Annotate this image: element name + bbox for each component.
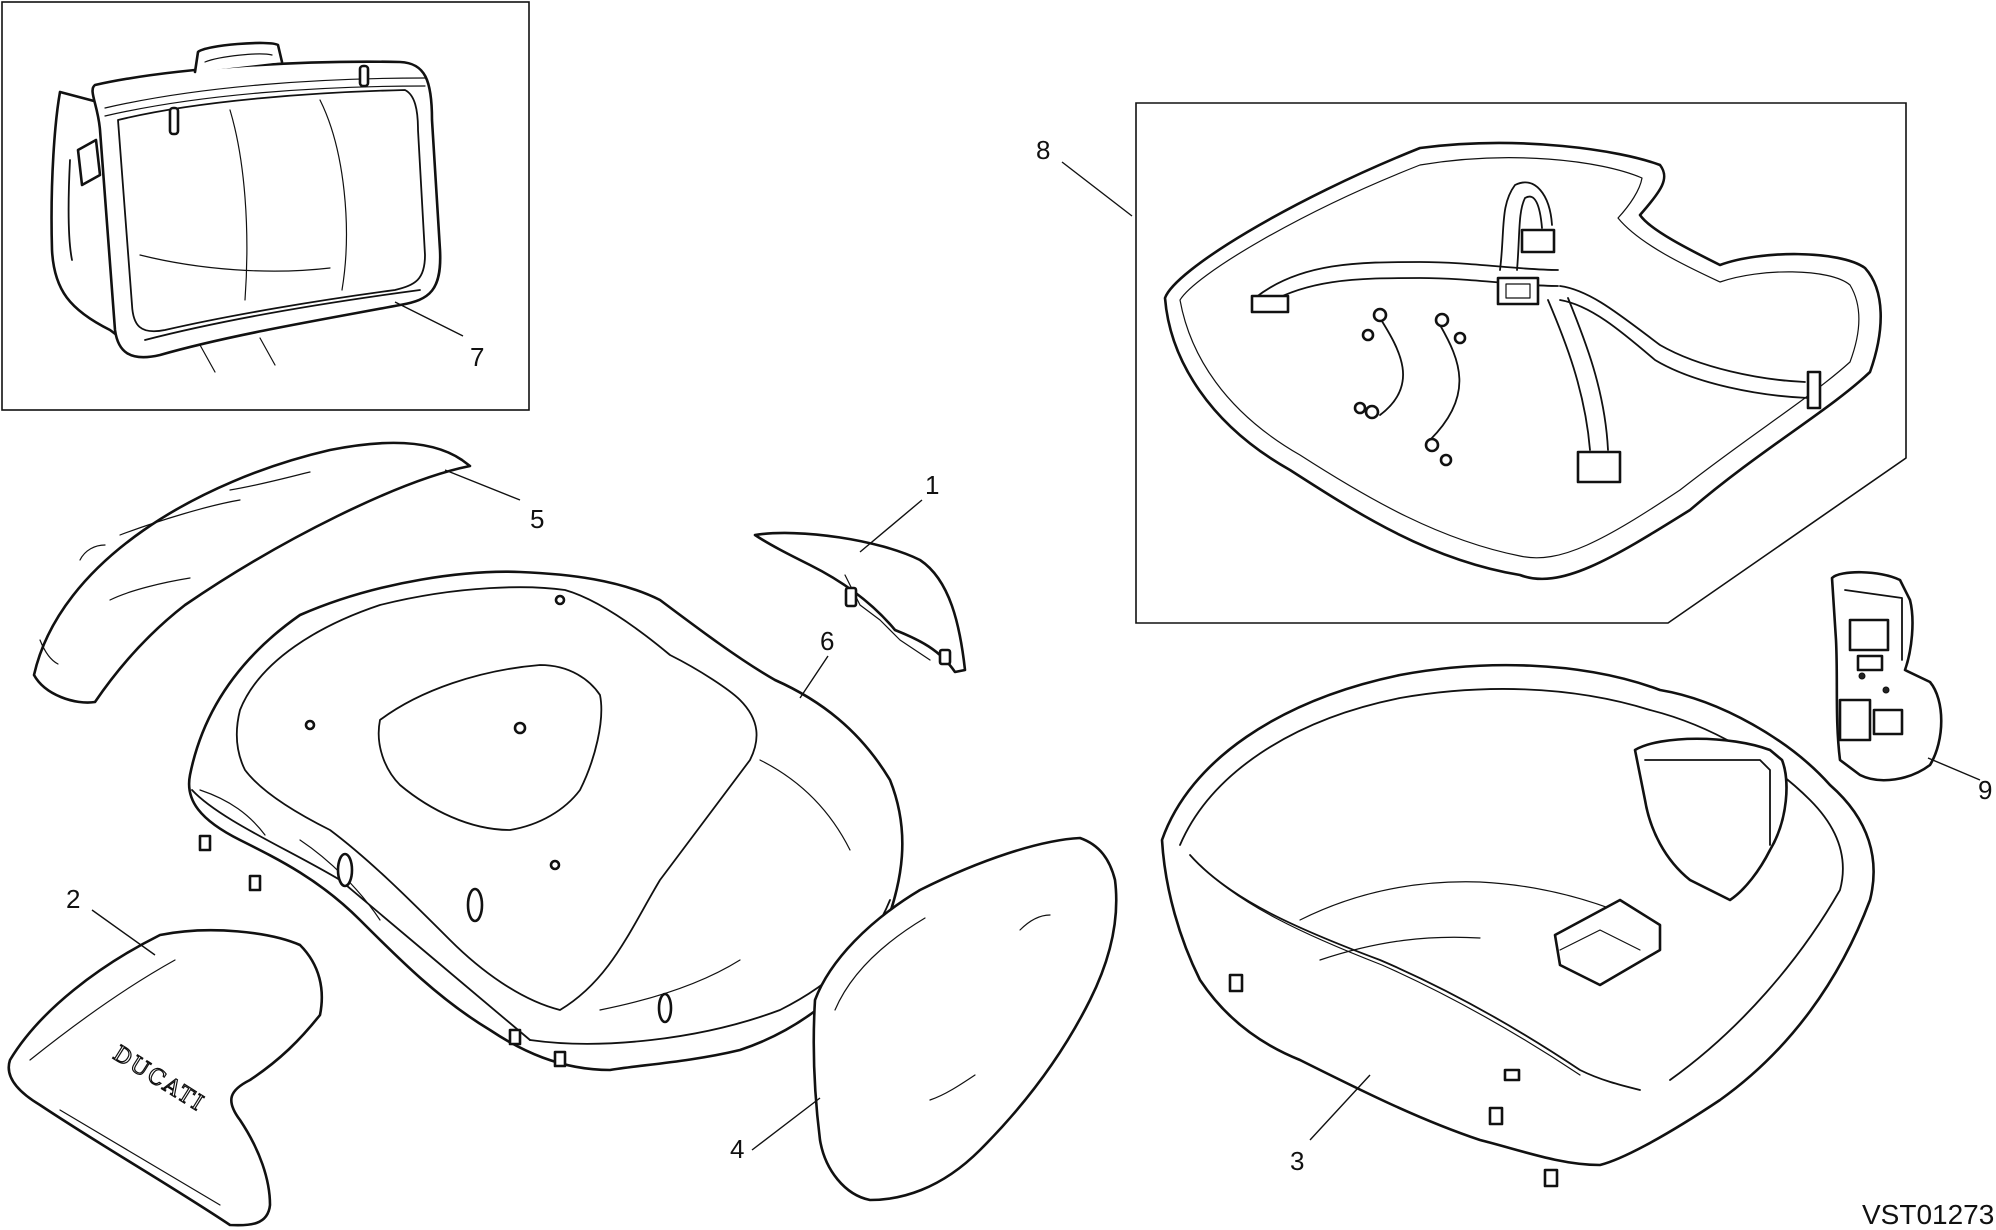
callout-3: 3 [1290,1146,1304,1176]
leader-6 [799,655,829,699]
leader-1 [859,499,923,553]
inner-bag [50,41,442,373]
inner-liner-mat [1163,141,1882,581]
callout-4: 4 [730,1134,744,1164]
inner-liner-inset: 8 [1036,102,1907,624]
callout-7: 7 [470,342,484,372]
callout-1: 1 [925,470,939,500]
inset-frame-bag [1,1,530,411]
part-3-case-base: 3 [1160,663,1875,1188]
part-4-side-panel: 4 [730,836,1118,1202]
part-9-latch: 9 [1830,570,1992,805]
leader-9 [1927,757,1981,781]
callout-5: 5 [530,504,544,534]
leader-3 [1309,1074,1371,1141]
inset-frame-liner [1135,102,1907,624]
inner-bag-inset: 7 [1,1,530,411]
callout-9: 9 [1978,775,1992,805]
leader-7 [394,301,464,337]
leader-8 [1061,161,1133,217]
part-5-top-cover: 5 [32,441,544,704]
leader-2 [91,909,156,956]
part-2-backrest: DUCATI 2 [7,884,324,1227]
leader-4 [751,1097,821,1151]
part-1-handle: 1 [753,470,967,674]
callout-6: 6 [820,626,834,656]
callout-8: 8 [1036,135,1050,165]
drawing-code: VST01273 [1862,1199,1994,1230]
leader-5 [444,469,521,501]
callout-2: 2 [66,884,80,914]
